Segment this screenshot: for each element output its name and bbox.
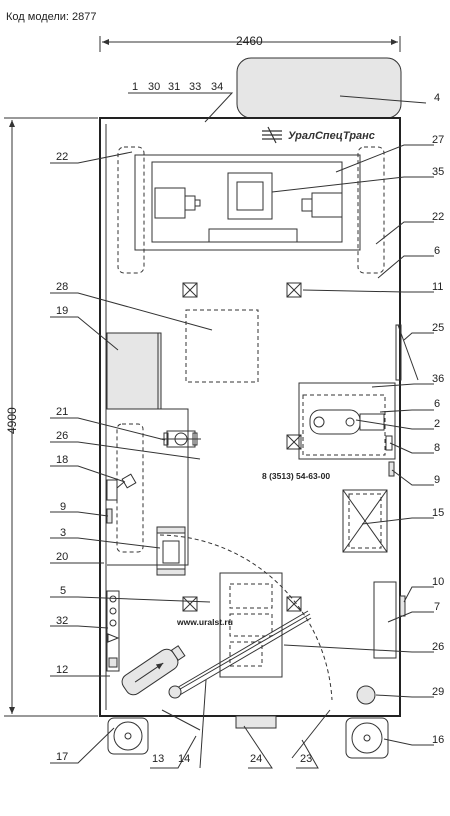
callout-9-left: 9	[60, 501, 66, 513]
welding-unit	[309, 409, 385, 435]
door-leaf-right	[291, 709, 331, 759]
rear-wheel-right	[345, 717, 389, 759]
side-handle	[399, 595, 406, 617]
lower-bar	[208, 228, 298, 243]
device-panel	[106, 590, 120, 672]
table-dashed-outline	[116, 423, 144, 553]
callout-8: 8	[434, 442, 440, 454]
side-panel	[373, 581, 397, 659]
cabinet-cross	[342, 489, 388, 553]
callout-32: 32	[56, 615, 68, 627]
callout-17: 17	[56, 751, 68, 763]
callout-4: 4	[434, 92, 440, 104]
length-dimension-label: 4900	[5, 407, 19, 434]
brand-logo-text: УралСпецТранс	[288, 130, 375, 142]
door-leaf-left	[161, 709, 201, 731]
body-outer-wall	[99, 117, 401, 717]
chair	[156, 526, 186, 576]
callout-15: 15	[432, 507, 444, 519]
right-cabinet	[298, 382, 396, 460]
callout-36: 36	[432, 373, 444, 385]
vent-grille	[182, 282, 198, 298]
callout-31: 31	[168, 81, 180, 93]
vent-grille	[182, 596, 198, 612]
callout-5: 5	[60, 585, 66, 597]
callout-26-top: 26	[56, 430, 68, 442]
vent-grille	[286, 596, 302, 612]
callout-27: 27	[432, 134, 444, 146]
cabinet	[106, 332, 162, 410]
callout-19: 19	[56, 305, 68, 317]
callout-29: 29	[432, 686, 444, 698]
roof-air-conditioner	[236, 57, 402, 119]
cabinet-handle	[385, 435, 393, 451]
callout-22-right: 22	[432, 211, 444, 223]
callout-9-right: 9	[434, 474, 440, 486]
callout-18: 18	[56, 454, 68, 466]
socket-right	[388, 461, 395, 477]
roof-hatch	[185, 309, 259, 383]
rear-wheel-left	[107, 717, 149, 755]
bench	[219, 572, 283, 678]
work-lamp	[106, 473, 137, 501]
extinguisher	[356, 685, 376, 705]
width-dimension-label: 2460	[236, 34, 263, 48]
door-swing-arc	[159, 534, 333, 701]
model-code-label: Код модели: 2877	[6, 11, 97, 23]
callout-3: 3	[60, 527, 66, 539]
callout-1: 1	[132, 81, 138, 93]
equipment-frame	[134, 154, 361, 251]
vent-grille	[286, 282, 302, 298]
wheel-arch-right	[357, 146, 385, 274]
motor-left	[154, 187, 186, 219]
callout-26-bottom: 26	[432, 641, 444, 653]
callout-7: 7	[434, 601, 440, 613]
callout-16: 16	[432, 734, 444, 746]
callout-13: 13	[152, 753, 164, 765]
phone-number: 8 (3513) 54-63-00	[262, 471, 330, 481]
width-dimension: 2460	[99, 34, 401, 52]
website-url: www.uralst.ru	[176, 617, 233, 627]
callout-34: 34	[211, 81, 223, 93]
callout-14: 14	[178, 753, 190, 765]
brand-logo-icon	[262, 126, 282, 144]
callout-10: 10	[432, 576, 444, 588]
callout-2: 2	[434, 418, 440, 430]
callout-6-top: 6	[434, 245, 440, 257]
rear-step	[235, 715, 277, 729]
callout-6-mid: 6	[434, 398, 440, 410]
callout-20: 20	[56, 551, 68, 563]
callout-24: 24	[250, 753, 262, 765]
callout-25: 25	[432, 322, 444, 334]
callout-21: 21	[56, 406, 68, 418]
hose-bar	[174, 613, 311, 693]
callout-12: 12	[56, 664, 68, 676]
leader-lines	[50, 92, 434, 769]
brand-logo: УралСпецТранс	[262, 126, 375, 144]
motor-right	[311, 192, 343, 218]
gas-cylinder	[121, 645, 186, 696]
central-unit	[227, 172, 273, 220]
callout-23: 23	[300, 753, 312, 765]
callout-11: 11	[432, 281, 443, 293]
callout-30: 30	[148, 81, 160, 93]
callout-35: 35	[432, 166, 444, 178]
callout-28: 28	[56, 281, 68, 293]
wheel-arch-left	[117, 146, 145, 274]
length-dimension: 4900	[4, 117, 98, 717]
callout-33: 33	[189, 81, 201, 93]
callout-22-left: 22	[56, 151, 68, 163]
bench-vice	[160, 430, 201, 448]
